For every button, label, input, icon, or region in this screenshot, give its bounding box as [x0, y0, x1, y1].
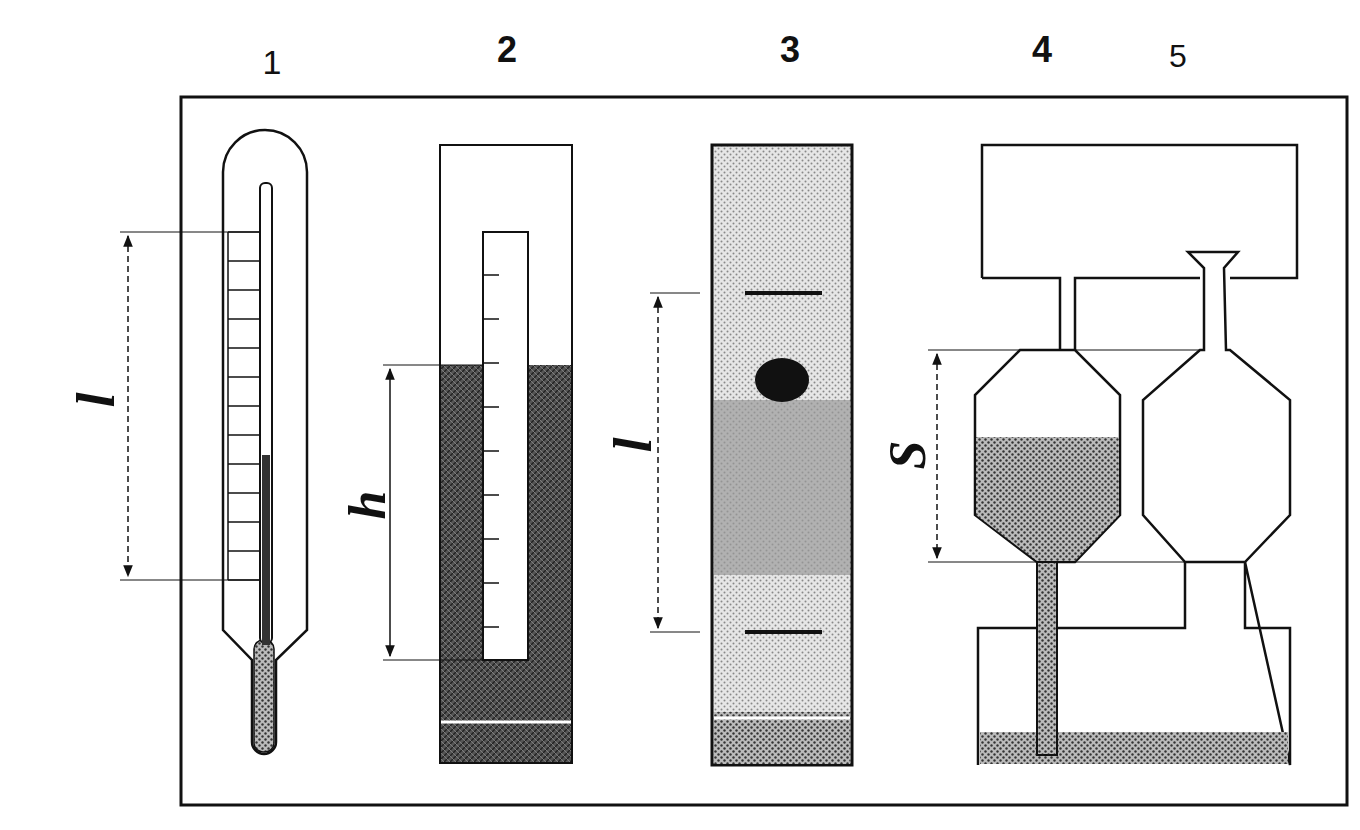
scale-tick: [483, 582, 499, 584]
scale-tick: [228, 405, 260, 407]
scale-tick: [483, 494, 499, 496]
scale-tick: [228, 318, 260, 320]
scale-tick: [228, 434, 260, 436]
scale-tick: [483, 538, 499, 540]
scale-tick: [483, 362, 499, 364]
figure-number: 3: [780, 32, 800, 68]
figure-number: 2: [497, 32, 517, 68]
figure-number: 5: [1169, 40, 1187, 72]
dimension-label: l: [606, 437, 660, 452]
scale-tick: [228, 260, 260, 262]
scale-tick: [228, 550, 260, 552]
scale-tick: [228, 289, 260, 291]
figure-number: 1: [263, 45, 282, 79]
dimension-label: l: [69, 392, 123, 407]
hydrometer-vessel: [383, 145, 572, 763]
scale-tick: [228, 521, 260, 523]
scale-tick: [228, 347, 260, 349]
scale-tick: [483, 274, 499, 276]
scale-tick: [483, 450, 499, 452]
scale-tick: [483, 626, 499, 628]
scale-tick: [483, 406, 499, 408]
scale-tick: [228, 376, 260, 378]
scale-tick: [228, 463, 260, 465]
dimension-label: h: [342, 491, 394, 520]
viscosity-column: [650, 145, 852, 765]
vessel-apparatus: [928, 145, 1297, 765]
thermometer: [120, 130, 307, 754]
scale-tick: [483, 318, 499, 320]
scale-tick: [228, 492, 260, 494]
dimension-label: S: [882, 441, 934, 470]
figure-number: 4: [1032, 32, 1052, 68]
